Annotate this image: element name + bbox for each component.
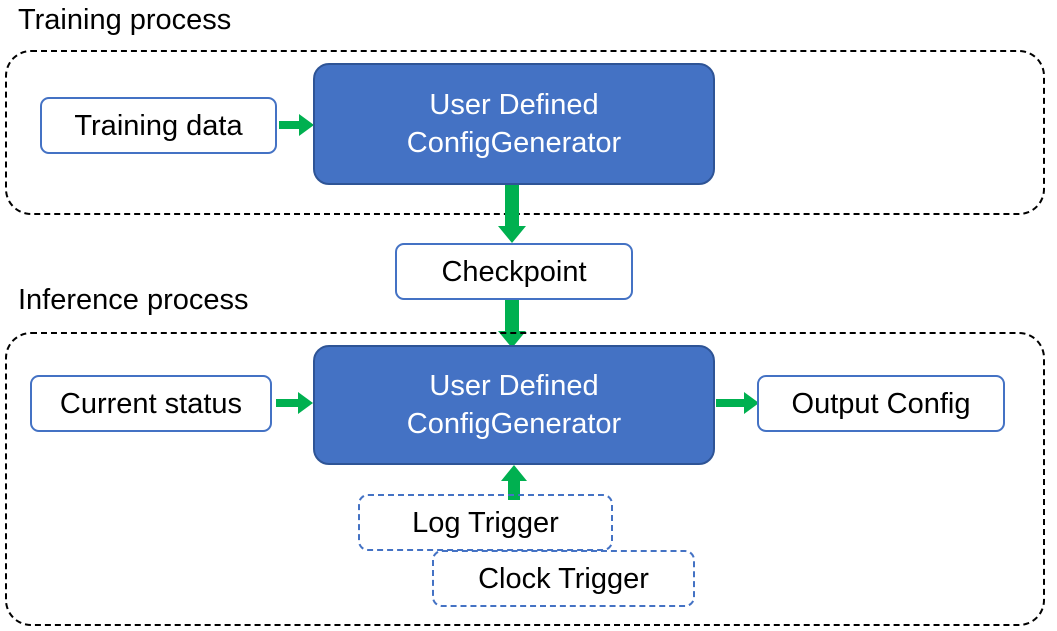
output-config-node[interactable]: Output Config <box>757 375 1005 432</box>
training-config-generator-line2: ConfigGenerator <box>406 127 622 159</box>
clock-trigger-node[interactable]: Clock Trigger <box>432 550 695 607</box>
inference-config-generator-node[interactable]: User Defined ConfigGenerator <box>313 345 715 465</box>
inference-config-generator-line1: User Defined <box>429 370 599 402</box>
arrow-checkpoint-to-inference-process <box>498 300 528 350</box>
inference-process-title: Inference process <box>18 284 249 316</box>
arrow-training-data-to-process <box>279 112 315 138</box>
current-status-node[interactable]: Current status <box>30 375 272 432</box>
inference-process-group <box>5 332 1045 626</box>
training-config-generator-line1: User Defined <box>429 89 599 121</box>
log-trigger-node[interactable]: Log Trigger <box>358 494 613 551</box>
arrow-current-status-to-process <box>276 390 314 416</box>
training-process-group <box>5 50 1045 215</box>
training-config-generator-node[interactable]: User Defined ConfigGenerator <box>313 63 715 185</box>
arrow-process-to-checkpoint <box>498 185 528 245</box>
training-data-node[interactable]: Training data <box>40 97 277 154</box>
inference-config-generator-line2: ConfigGenerator <box>406 408 622 440</box>
training-process-title: Training process <box>18 4 232 36</box>
arrow-triggers-to-process <box>501 465 530 500</box>
arrow-process-to-output-config <box>716 390 760 416</box>
checkpoint-node[interactable]: Checkpoint <box>395 243 633 300</box>
